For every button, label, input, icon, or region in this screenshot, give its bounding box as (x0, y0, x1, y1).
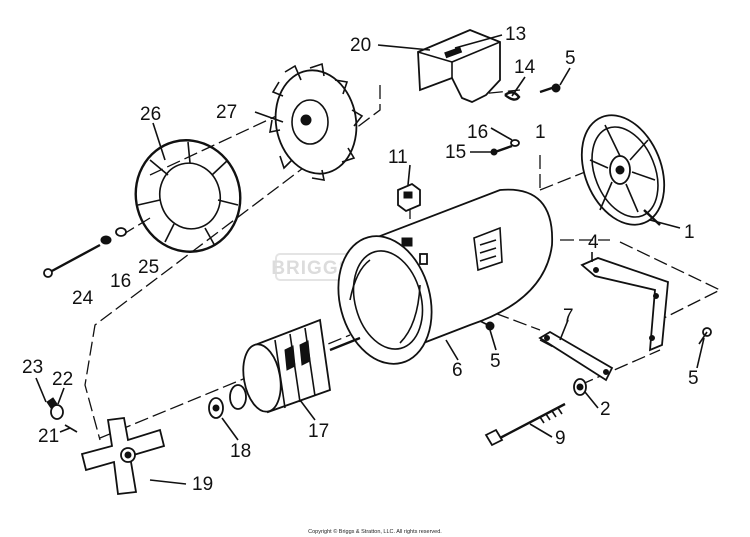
clip (504, 91, 521, 101)
callout-19: 19 (192, 474, 213, 495)
connector (397, 182, 421, 213)
callout-16-left: 16 (110, 271, 131, 292)
callout-5-top: 5 (565, 48, 576, 69)
callout-18: 18 (230, 441, 251, 462)
cover-plate (417, 29, 501, 103)
callout-23: 23 (22, 357, 43, 378)
copyright-notice: Copyright © Briggs & Stratton, LLC. All … (308, 528, 442, 535)
leader-lines (35, 34, 705, 485)
bearing (208, 384, 247, 419)
blower-wheel (80, 417, 166, 495)
callout-7: 7 (563, 306, 574, 327)
long-screw (43, 227, 127, 278)
callout-6: 6 (452, 360, 463, 381)
shroud-ring (134, 139, 242, 253)
callout-27: 27 (216, 102, 237, 123)
callout-15: 15 (445, 142, 466, 163)
callout-2: 2 (600, 399, 611, 420)
callout-5-right: 5 (688, 368, 699, 389)
bracket (580, 257, 669, 352)
fan (269, 62, 364, 181)
callout-13: 13 (505, 24, 526, 45)
screws-top (490, 83, 561, 156)
screws-bottom (479, 320, 712, 345)
callout-26: 26 (140, 104, 161, 125)
small-hardware (46, 397, 78, 433)
callout-17: 17 (308, 421, 329, 442)
callout-1-top: 1 (535, 122, 546, 143)
washer (573, 378, 587, 396)
rotor (242, 318, 361, 414)
callout-25: 25 (138, 257, 159, 278)
housing (337, 188, 553, 365)
callout-24: 24 (72, 288, 94, 309)
callout-22: 22 (52, 369, 73, 390)
support-bar (538, 330, 614, 382)
end-bell (580, 114, 666, 226)
callout-14: 14 (514, 57, 536, 78)
callout-20: 20 (350, 35, 371, 56)
callout-11: 11 (388, 147, 408, 168)
callout-16-top: 16 (467, 122, 488, 143)
callout-4: 4 (588, 232, 599, 253)
callout-5-mid: 5 (490, 351, 501, 372)
callout-9: 9 (555, 428, 566, 449)
callout-21: 21 (38, 426, 59, 447)
callout-1-right: 1 (684, 222, 695, 243)
through-bolt (484, 402, 566, 447)
callout-labels: 20 13 5 14 26 27 16 15 1 11 1 4 24 16 25… (22, 24, 699, 495)
